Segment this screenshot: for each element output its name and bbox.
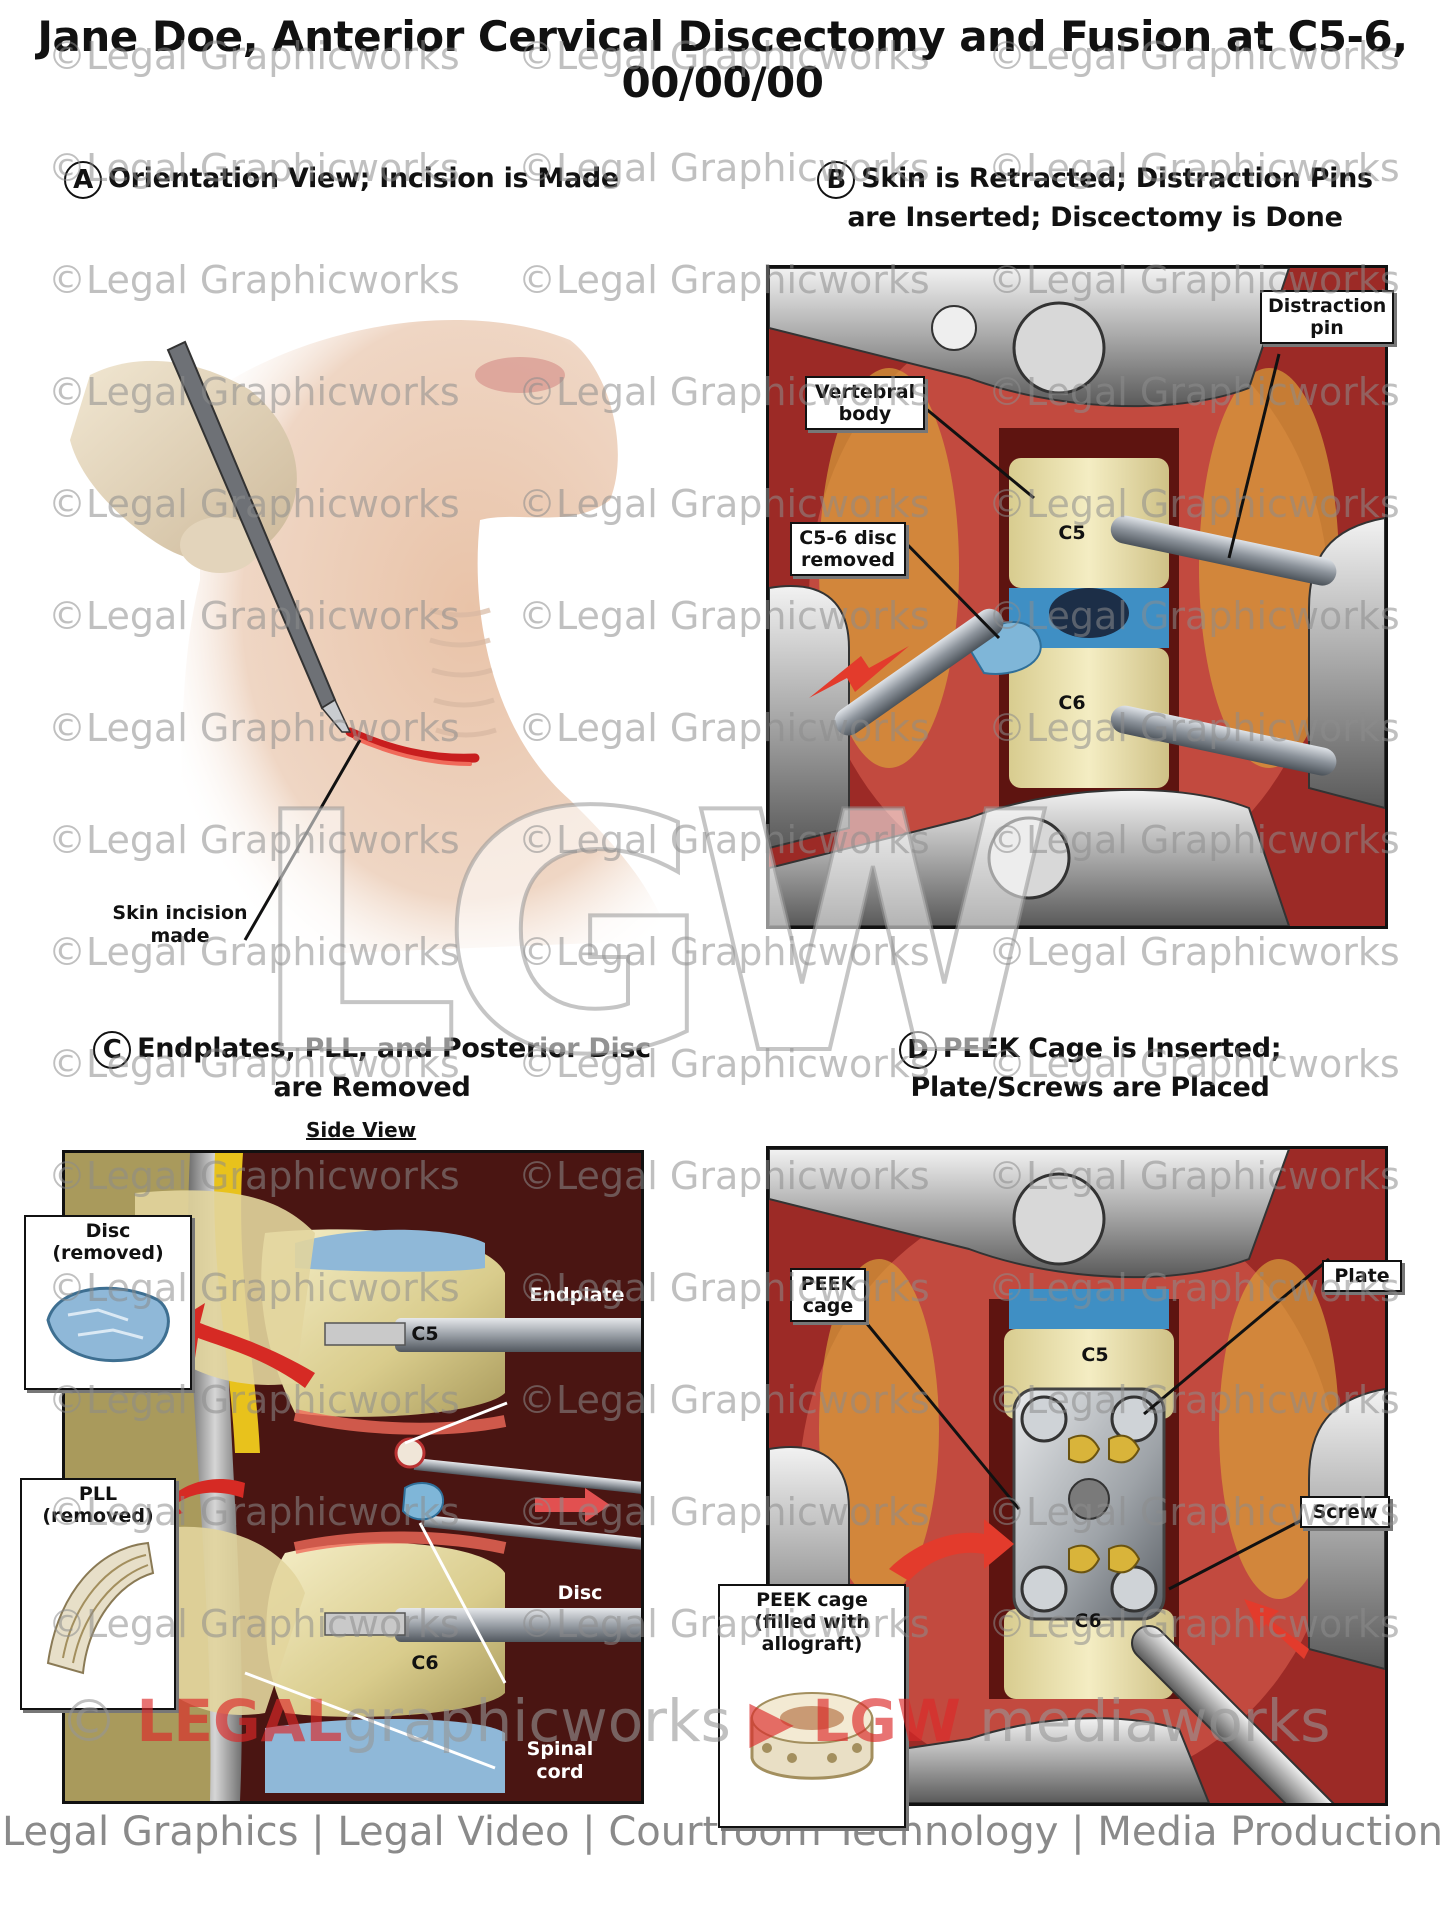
panel-a-illustration [50, 280, 690, 960]
side-view-subheading: Side View [306, 1118, 417, 1142]
title-line-1: Jane Doe, Anterior Cervical Discectomy a… [37, 12, 1408, 61]
pll-tissue-icon [46, 1541, 155, 1675]
disc-fragment-icon [46, 1286, 170, 1363]
panel-a-title-text: Orientation View; Incision is Made [108, 163, 619, 194]
brand-mediaworks: mediaworks [979, 1687, 1331, 1755]
brand-graphicworks: graphicworks [342, 1687, 731, 1755]
label-disc: Disc [557, 1582, 603, 1604]
label-vertebral-body: Vertebral body [805, 376, 925, 430]
panel-c-title-line-1: Endplates, PLL, and Posterior Disc [137, 1033, 651, 1064]
inset-pll-removed: PLL (removed) [20, 1478, 176, 1710]
panel-b-title-line-2: are Inserted; Discectomy is Done [847, 201, 1343, 233]
title-line-2: 00/00/00 [621, 58, 824, 107]
label-c-c6: C6 [411, 1652, 439, 1674]
panel-a-letter: A [64, 160, 102, 199]
label-skin-incision: Skin incision made [112, 902, 248, 947]
page-title: Jane Doe, Anterior Cervical Discectomy a… [0, 14, 1445, 106]
label-endplate: Endplate [529, 1284, 625, 1306]
label-disc-removed: C5-6 disc removed [790, 522, 906, 576]
label-c-c5: C5 [411, 1323, 439, 1345]
label-screw: Screw [1300, 1496, 1390, 1528]
panel-b-title-line-1: Skin is Retracted; Distraction Pins [861, 163, 1373, 194]
label-peek-filled: PEEK cage (filled with allograft) [754, 1589, 870, 1655]
inset-disc-removed: Disc (removed) [24, 1215, 192, 1390]
brand-watermark: © LEGALgraphicworks ▶ LGW mediaworks [60, 1686, 1331, 1756]
panel-c-letter: C [93, 1030, 132, 1069]
brand-logo-icon: © [60, 1687, 118, 1755]
watermark: ©Legal Graphicworks [988, 930, 1400, 974]
panel-d-letter: D [898, 1030, 937, 1069]
panel-b-letter: B [817, 160, 856, 199]
label-distraction-pin: Distraction pin [1260, 290, 1394, 344]
label-inset-pll: PLL (removed) [42, 1483, 154, 1527]
brand-lgw: LGW [812, 1687, 961, 1755]
panel-d-title-line-1: PEEK Cage is Inserted; [942, 1033, 1282, 1064]
label-inset-disc: Disc (removed) [52, 1220, 164, 1264]
label-b-c5: C5 [1058, 522, 1086, 544]
inset-peek-cage-filled: PEEK cage (filled with allograft) [718, 1584, 906, 1828]
play-icon: ▶ [749, 1687, 794, 1755]
big-watermark: LGW [248, 743, 1057, 1127]
label-d-c5: C5 [1081, 1344, 1109, 1366]
brand-legal: LEGAL [136, 1687, 343, 1755]
peek-cage-icon [750, 1692, 874, 1780]
label-b-c6: C6 [1058, 692, 1086, 714]
label-d-c6: C6 [1074, 1610, 1102, 1632]
panel-d-title-line-2: Plate/Screws are Placed [910, 1071, 1270, 1103]
label-plate: Plate [1322, 1260, 1402, 1292]
label-spinal-cord: Spinal cord [526, 1738, 594, 1783]
label-peek-cage: PEEK cage [790, 1268, 866, 1322]
panel-c-title-line-2: are Removed [273, 1071, 471, 1103]
